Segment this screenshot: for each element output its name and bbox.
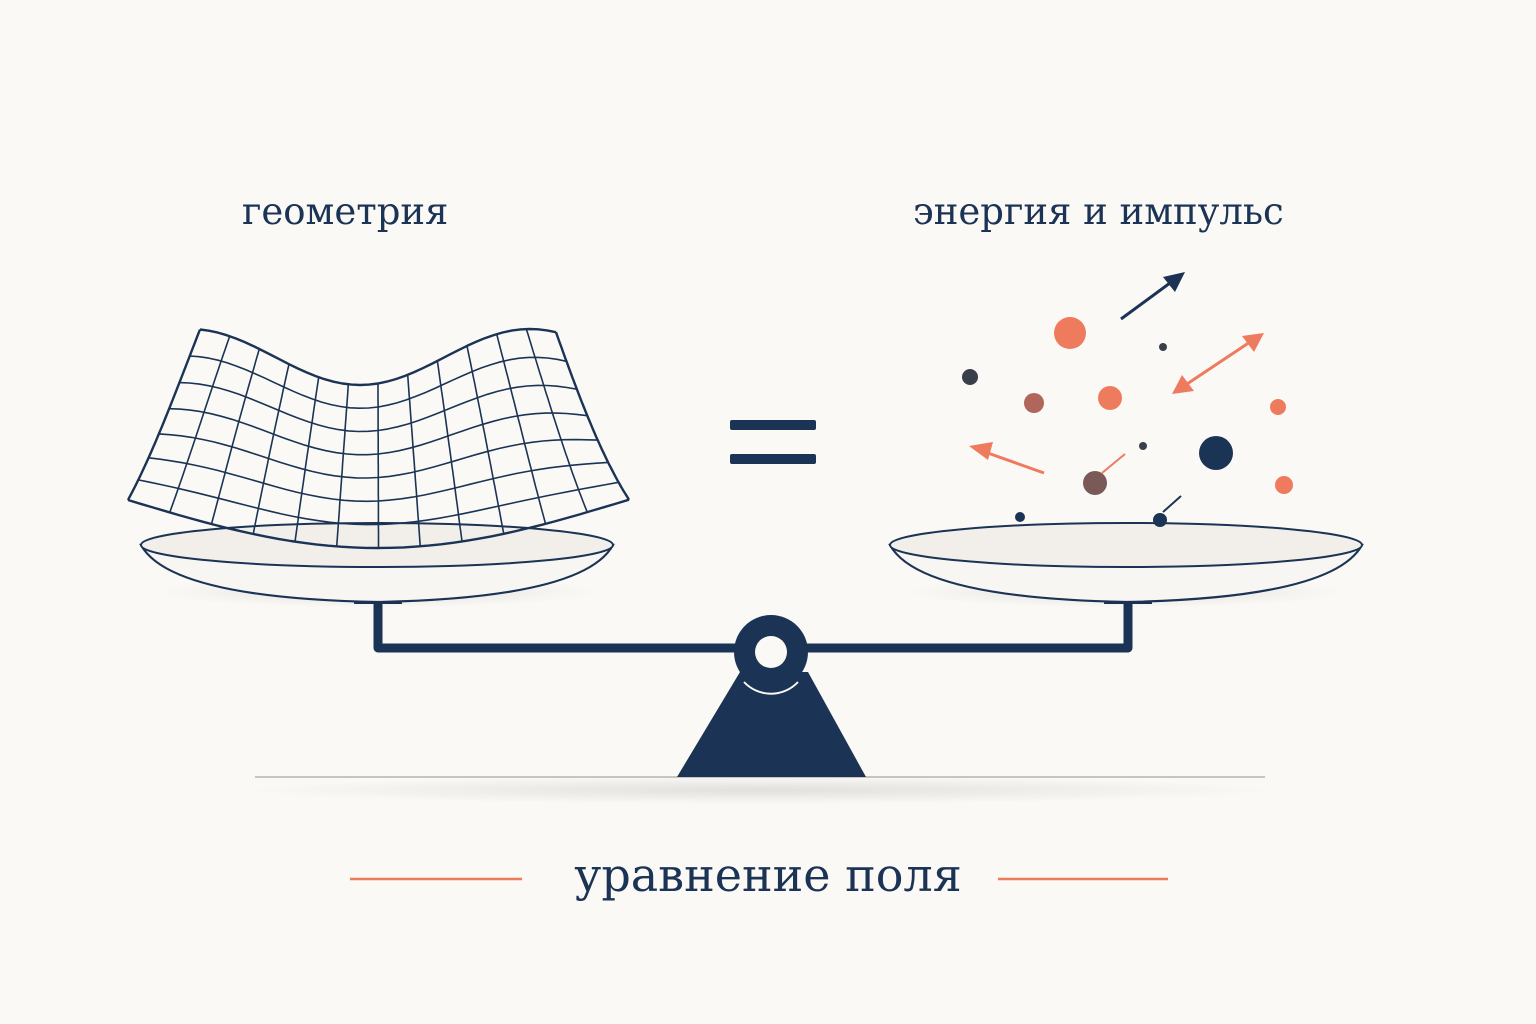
ground-line bbox=[240, 776, 1280, 804]
grid-line bbox=[252, 364, 290, 535]
grid-line bbox=[525, 328, 589, 513]
particles-icon bbox=[962, 272, 1293, 527]
energy-momentum-label: энергия и импульс bbox=[913, 190, 1284, 233]
equals-icon bbox=[730, 420, 816, 464]
grid-line bbox=[377, 383, 380, 548]
grid-line bbox=[336, 384, 350, 547]
grid-line bbox=[126, 329, 202, 501]
curved-grid-icon bbox=[126, 327, 631, 550]
grid-line bbox=[294, 377, 320, 542]
geometry-label: геометрия bbox=[242, 190, 449, 233]
grid-line bbox=[169, 335, 231, 513]
field-equation-caption: уравнение поля bbox=[574, 848, 962, 902]
left-pan bbox=[139, 522, 615, 608]
grid-line bbox=[554, 331, 631, 501]
grid-line bbox=[466, 345, 505, 534]
grid-line bbox=[406, 374, 422, 547]
grid-line bbox=[210, 348, 261, 525]
grid-line bbox=[436, 360, 463, 542]
grid-line bbox=[495, 333, 547, 525]
right-pan bbox=[888, 522, 1364, 608]
balance-scale-icon bbox=[354, 586, 1152, 777]
